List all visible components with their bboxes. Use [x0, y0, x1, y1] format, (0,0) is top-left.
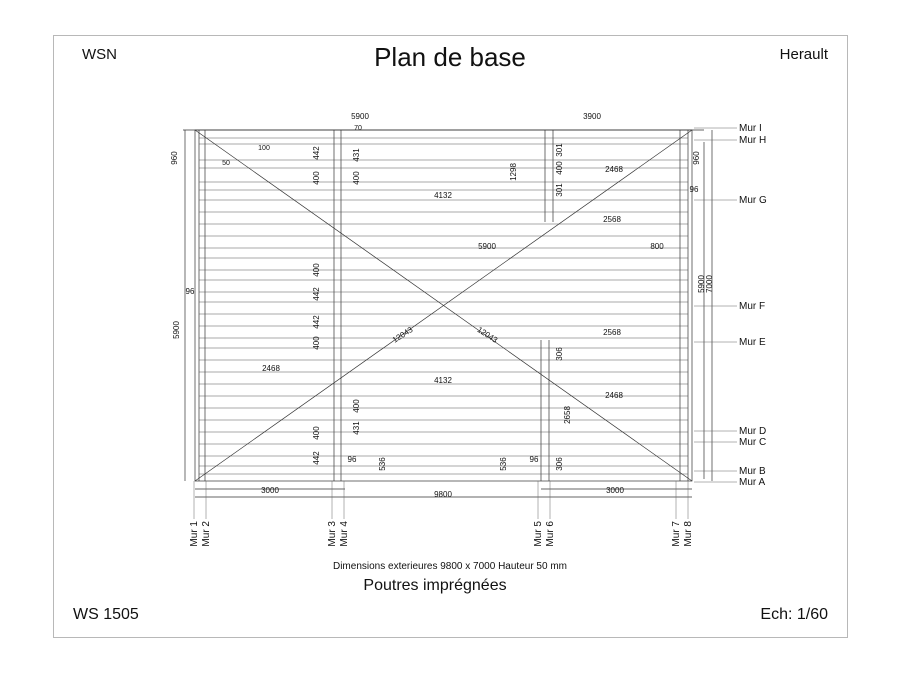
- small-dimension-label-9: 431: [352, 148, 361, 162]
- row-label-5: Mur E: [739, 337, 766, 348]
- column-label-7: Mur 7: [671, 521, 682, 547]
- beam-length-label-9: 800: [650, 242, 664, 251]
- small-dimension-label-2: 960: [692, 151, 701, 165]
- small-dimension-label-13: 400: [312, 336, 321, 350]
- column-label-1: Mur 1: [189, 521, 200, 547]
- reference-number: WS 1505: [73, 606, 139, 623]
- beam-length-label-4: 2468: [605, 165, 623, 174]
- beam-length-label-7: 2568: [603, 328, 621, 337]
- row-label-2: Mur H: [739, 135, 766, 146]
- small-dimension-label-18: 306: [555, 347, 564, 361]
- brand-label: WSN: [82, 46, 117, 63]
- beam-length-label-1: 4132: [434, 191, 452, 200]
- material-note: Poutres imprégnées: [363, 577, 507, 594]
- right-section-width-label: 3900: [583, 112, 601, 121]
- column-label-3: Mur 3: [327, 521, 338, 547]
- bottom-right-width-label: 3000: [606, 486, 624, 495]
- small-dimension-label-10: 431: [352, 421, 361, 435]
- small-dimension-label-17: 400: [555, 161, 564, 175]
- small-dimension-label-3: 1298: [509, 163, 518, 181]
- small-dimension-label-19: 306: [555, 457, 564, 471]
- beam-length-label-5: 2468: [605, 391, 623, 400]
- beam-length-label-2: 4132: [434, 376, 452, 385]
- small-dimension-label-6: 442: [312, 287, 321, 301]
- row-label-8: Mur B: [739, 466, 766, 477]
- small-dimension-label-23: 96: [690, 185, 699, 194]
- left-section-width-label: 5900: [351, 112, 369, 121]
- small-dimension-label-15: 400: [352, 171, 361, 185]
- depth-inner-label: 5900: [697, 275, 706, 293]
- spacing-label-2: 50: [222, 160, 230, 167]
- small-dimension-label-21: 301: [555, 183, 564, 197]
- row-label-4: Mur F: [739, 301, 765, 312]
- bottom-left-width-label: 3000: [261, 486, 279, 495]
- small-dimension-label-22: 96: [186, 287, 195, 296]
- small-dimension-label-4: 2658: [563, 406, 572, 424]
- depth-left-label: 5900: [172, 321, 181, 339]
- column-label-6: Mur 6: [545, 521, 556, 547]
- small-dimension-label-27: 536: [499, 457, 508, 471]
- small-dimension-label-26: 536: [378, 457, 387, 471]
- drawing-frame: [53, 35, 848, 638]
- spacing-label-1: 100: [258, 145, 270, 152]
- small-dimension-label-20: 301: [555, 143, 564, 157]
- small-dimension-label-16: 400: [352, 399, 361, 413]
- diagonal-line-2: [194, 129, 693, 482]
- column-label-2: Mur 2: [201, 521, 212, 547]
- page-title: Plan de base: [374, 42, 526, 72]
- diagonal-label-2: 12043: [476, 325, 500, 345]
- row-label-7: Mur C: [739, 437, 766, 448]
- beam-length-label-8: 5900: [478, 242, 496, 251]
- client-label: Herault: [779, 46, 828, 63]
- small-dimension-label-24: 96: [348, 455, 357, 464]
- small-dimension-label-12: 400: [312, 263, 321, 277]
- small-dimension-label-8: 442: [312, 451, 321, 465]
- row-label-1: Mur I: [739, 123, 762, 134]
- beam-length-label-3: 2468: [262, 364, 280, 373]
- diagonal-label-1: 12043: [391, 325, 415, 345]
- outer-frame: [194, 129, 693, 482]
- small-dimension-label-25: 96: [530, 455, 539, 464]
- depth-right-label: 7000: [705, 275, 714, 293]
- row-label-3: Mur G: [739, 195, 767, 206]
- scale-label: Ech: 1/60: [760, 606, 828, 623]
- small-dimension-label-7: 442: [312, 315, 321, 329]
- small-dimension-label-5: 442: [312, 146, 321, 160]
- dimensions-note: Dimensions exterieures 9800 x 7000 Haute…: [332, 561, 567, 572]
- plan-linework: [183, 127, 737, 519]
- row-label-9: Mur A: [739, 477, 765, 488]
- beam-length-label-6: 2568: [603, 215, 621, 224]
- row-label-6: Mur D: [739, 426, 766, 437]
- column-label-8: Mur 8: [683, 521, 694, 547]
- small-dimension-label-14: 400: [312, 426, 321, 440]
- small-dimension-label-11: 400: [312, 171, 321, 185]
- spacing-label-3: 70: [354, 125, 362, 132]
- small-dimension-label-1: 960: [170, 151, 179, 165]
- overall-width-label: 9800: [434, 490, 452, 499]
- column-label-4: Mur 4: [339, 521, 350, 547]
- column-label-5: Mur 5: [533, 521, 544, 547]
